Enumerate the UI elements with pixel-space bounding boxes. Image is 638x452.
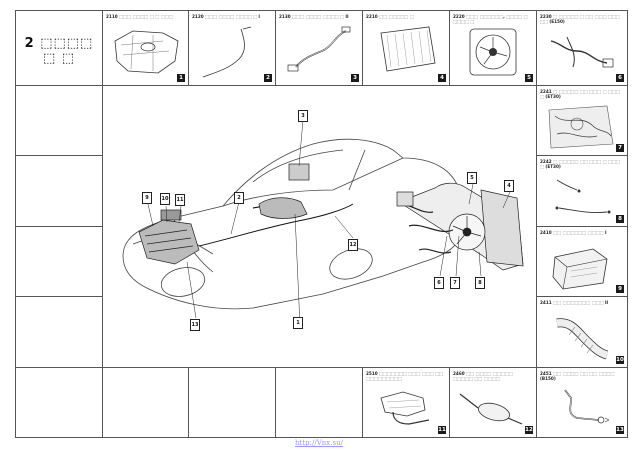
part-label: 2210 ⬚⬚ ⬚⬚⬚⬚⬚ ⬚ (366, 14, 414, 19)
exhaust-pipe-icon (564, 389, 610, 424)
callout-7: 7 (450, 277, 460, 289)
part-label: 2460 ⬚⬚ ⬚⬚⬚⬚ ⬚⬚⬚⬚⬚ ⬚⬚⬚⬚⬚ ⬚⬚ ⬚⬚⬚⬚ (453, 371, 513, 381)
callout-9: 9 (142, 192, 152, 204)
part-label: 2230 ⬚ ⬚⬚⬚⬚⬚ ⬚ ⬚⬚ ⬚⬚⬚ ⬚⬚⬚ ⬚⬚ (E150) (540, 14, 620, 24)
part-cell-hoses-et30-b: 2242 ⬚ ⬚⬚⬚⬚⬚ ⬚⬚ ⬚⬚⬚ ⬚ ⬚⬚⬚ ⬚ (ET30) 8 (537, 156, 627, 226)
footer-link[interactable]: http://Vnx.su/ (295, 439, 343, 447)
part-number-badge: 5 (525, 74, 533, 82)
grid-line (275, 367, 276, 438)
part-cell-muffler: 2460 ⬚⬚ ⬚⬚⬚⬚ ⬚⬚⬚⬚⬚ ⬚⬚⬚⬚⬚ ⬚⬚ ⬚⬚⬚⬚ 12 (450, 368, 536, 437)
grid-line (102, 10, 103, 438)
part-cell-exhaust-pipe: 2451 ⬚⬚ ⬚⬚⬚⬚ ⬚⬚ ⬚⬚ ⬚⬚⬚⬚ (B150) 13 (537, 368, 627, 437)
part-cell-hoses-et30-a: 2241 ⬚ ⬚⬚⬚⬚⬚ ⬚⬚ ⬚⬚⬚ ⬚ ⬚⬚⬚ ⬚ (ET30) 7 (537, 86, 627, 155)
part-cell-exhaust-manifold: 2510 ⬚⬚⬚⬚⬚⬚⬚ ⬚⬚⬚ ⬚⬚⬚ ⬚⬚ ⬚⬚⬚⬚⬚⬚⬚⬚⬚ 11 (363, 368, 449, 437)
callout-13: 13 (190, 319, 200, 331)
part-cell-hoses-e150: 2230 ⬚ ⬚⬚⬚⬚⬚ ⬚ ⬚⬚ ⬚⬚⬚ ⬚⬚⬚ ⬚⬚ (E150) 6 (537, 11, 627, 85)
part-label: 2241 ⬚ ⬚⬚⬚⬚⬚ ⬚⬚ ⬚⬚⬚ ⬚ ⬚⬚⬚ ⬚ (ET30) (540, 89, 620, 99)
part-cell-fuel-line-2: 2130 ⬚⬚⬚ ⬚⬚⬚⬚ ⬚⬚⬚⬚ ⬚ II 3 (276, 11, 362, 85)
part-number-badge: 1 (177, 74, 185, 82)
part-label: 2120 ⬚⬚⬚ ⬚⬚⬚⬚ ⬚⬚⬚⬚ ⬚ I (192, 14, 260, 19)
part-cell-radiator: 2210 ⬚⬚ ⬚⬚⬚⬚⬚ ⬚ 4 (363, 11, 449, 85)
part-number-badge: 3 (351, 74, 359, 82)
grid-line (362, 10, 363, 85)
part-label: 2220 ⬚⬚⬚ ⬚⬚⬚⬚⬚⬚, ⬚⬚⬚⬚ ⬚ ⬚⬚⬚⬚ ⬚ (453, 14, 528, 24)
grid-line (188, 10, 189, 85)
grid-line (449, 10, 450, 85)
grid-line (15, 296, 102, 297)
grid-line (536, 155, 628, 156)
callout-8: 8 (475, 277, 485, 289)
grid-line (188, 367, 189, 438)
part-cell-air-filter-2: 2411 ⬚⬚ ⬚⬚⬚⬚⬚⬚⬚ ⬚⬚⬚ II 10 (537, 297, 627, 367)
part-label: 2410 ⬚⬚ ⬚⬚⬚⬚⬚⬚ ⬚⬚⬚⬚ I (540, 230, 607, 235)
part-number-badge: 13 (616, 426, 624, 434)
grid-line (536, 10, 537, 438)
intake-duct-icon (556, 318, 609, 360)
car-line-drawing (122, 119, 524, 327)
part-cell-air-filter-1: 2410 ⬚⬚ ⬚⬚⬚⬚⬚⬚ ⬚⬚⬚⬚ I 9 (537, 227, 627, 296)
grid-line (15, 155, 102, 156)
coolant-hose-icon (550, 36, 614, 68)
part-label: 2411 ⬚⬚ ⬚⬚⬚⬚⬚⬚⬚ ⬚⬚⬚ II (540, 300, 609, 305)
callout-6: 6 (434, 277, 444, 289)
part-label: 2451 ⬚⬚ ⬚⬚⬚⬚ ⬚⬚ ⬚⬚ ⬚⬚⬚⬚ (B150) (540, 371, 615, 381)
callout-1: 1 (293, 317, 303, 329)
part-label: 2510 ⬚⬚⬚⬚⬚⬚⬚ ⬚⬚⬚ ⬚⬚⬚ ⬚⬚ ⬚⬚⬚⬚⬚⬚⬚⬚⬚ (366, 371, 443, 381)
callout-3: 3 (298, 110, 308, 122)
callout-5: 5 (467, 172, 477, 184)
grid-line (536, 296, 628, 297)
part-number-badge: 9 (616, 285, 624, 293)
radiator-icon (380, 26, 436, 72)
grid-line (15, 367, 628, 368)
grid-line (275, 10, 276, 85)
radiator-fan-assembly (396, 182, 524, 271)
grid-line (362, 367, 363, 438)
exhaust-manifold-icon (380, 391, 430, 425)
part-label: 2130 ⬚⬚⬚ ⬚⬚⬚⬚ ⬚⬚⬚⬚ ⬚ II (279, 14, 349, 19)
main-vehicle-diagram: 1 2 3 4 5 6 7 8 9 10 11 12 13 (103, 86, 536, 367)
heater-hose-icon (555, 179, 611, 214)
cooling-fan-icon (469, 28, 517, 76)
leader-lines (147, 119, 511, 327)
part-label: 2110 ⬚⬚⬚ ⬚⬚⬚⬚ ⬚ ⬚ ⬚⬚⬚ (106, 14, 173, 19)
callout-10: 10 (160, 193, 170, 205)
fuel-line-icon (202, 26, 252, 78)
fuel-tank-shape (258, 197, 308, 219)
part-cell-fan: 2220 ⬚⬚⬚ ⬚⬚⬚⬚⬚⬚, ⬚⬚⬚⬚ ⬚ ⬚⬚⬚⬚ ⬚ 5 (450, 11, 536, 85)
part-number-badge: 8 (616, 215, 624, 223)
part-label: 2242 ⬚ ⬚⬚⬚⬚⬚ ⬚⬚ ⬚⬚⬚ ⬚ ⬚⬚⬚ ⬚ (ET30) (540, 159, 620, 169)
callout-2: 2 (234, 192, 244, 204)
page-frame (15, 10, 628, 438)
air-filter-icon (552, 248, 608, 290)
engine-assembly (138, 209, 200, 265)
part-number-badge: 4 (438, 74, 446, 82)
part-number-badge: 10 (616, 356, 624, 364)
engine-hoses-icon (548, 105, 614, 149)
grid-line (449, 367, 450, 438)
grid-line (15, 226, 102, 227)
part-cell-fuel-line-1: 2120 ⬚⬚⬚ ⬚⬚⬚⬚ ⬚⬚⬚⬚ ⬚ I 2 (189, 11, 275, 85)
grid-line (15, 85, 628, 86)
callout-12: 12 (348, 239, 358, 251)
part-cell-fuel-tank: 2110 ⬚⬚⬚ ⬚⬚⬚⬚ ⬚ ⬚ ⬚⬚⬚ 1 (103, 11, 188, 85)
callout-4: 4 (504, 180, 514, 192)
fuel-hose-icon (287, 26, 351, 72)
fuel-tank-icon (114, 30, 179, 74)
callout-11: 11 (175, 194, 185, 206)
part-number-badge: 7 (616, 144, 624, 152)
part-number-badge: 6 (616, 74, 624, 82)
part-number-badge: 12 (525, 426, 533, 434)
muffler-icon (459, 393, 523, 425)
grid-line (536, 226, 628, 227)
page-title: 2 ⬚⬚⬚⬚ ⬚ ⬚ (24, 36, 94, 66)
part-number-badge: 11 (438, 426, 446, 434)
part-number-badge: 2 (264, 74, 272, 82)
